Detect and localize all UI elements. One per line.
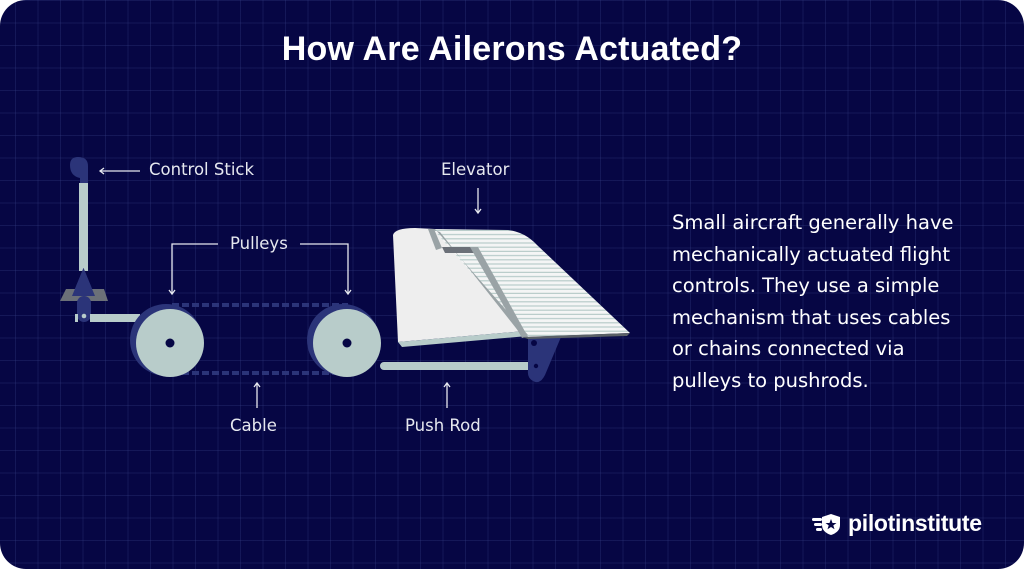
control-stick xyxy=(60,157,140,322)
elevator xyxy=(393,228,630,347)
label-push-rod: Push Rod xyxy=(405,416,481,435)
label-elevator: Elevator xyxy=(441,160,510,179)
brand-name: pilotinstitute xyxy=(848,510,982,536)
pulleys-right-arrow-icon xyxy=(300,243,349,294)
pulleys-left-arrow-icon xyxy=(171,243,218,294)
pulley-right xyxy=(307,304,381,377)
winged-shield-star-icon xyxy=(812,513,840,535)
label-cable: Cable xyxy=(230,416,277,435)
elevator-control-horn xyxy=(527,337,561,383)
brand-logo: pilotinstitute xyxy=(812,510,982,537)
page-title: How Are Ailerons Actuated? xyxy=(281,30,743,68)
push-rod xyxy=(380,362,540,370)
label-control-stick: Control Stick xyxy=(149,160,255,179)
cable xyxy=(172,303,348,375)
label-pulleys: Pulleys xyxy=(230,234,288,253)
description-text: Small aircraft generally have mechanical… xyxy=(672,211,954,392)
pulley-left xyxy=(130,304,204,377)
label-arrows xyxy=(98,167,482,408)
